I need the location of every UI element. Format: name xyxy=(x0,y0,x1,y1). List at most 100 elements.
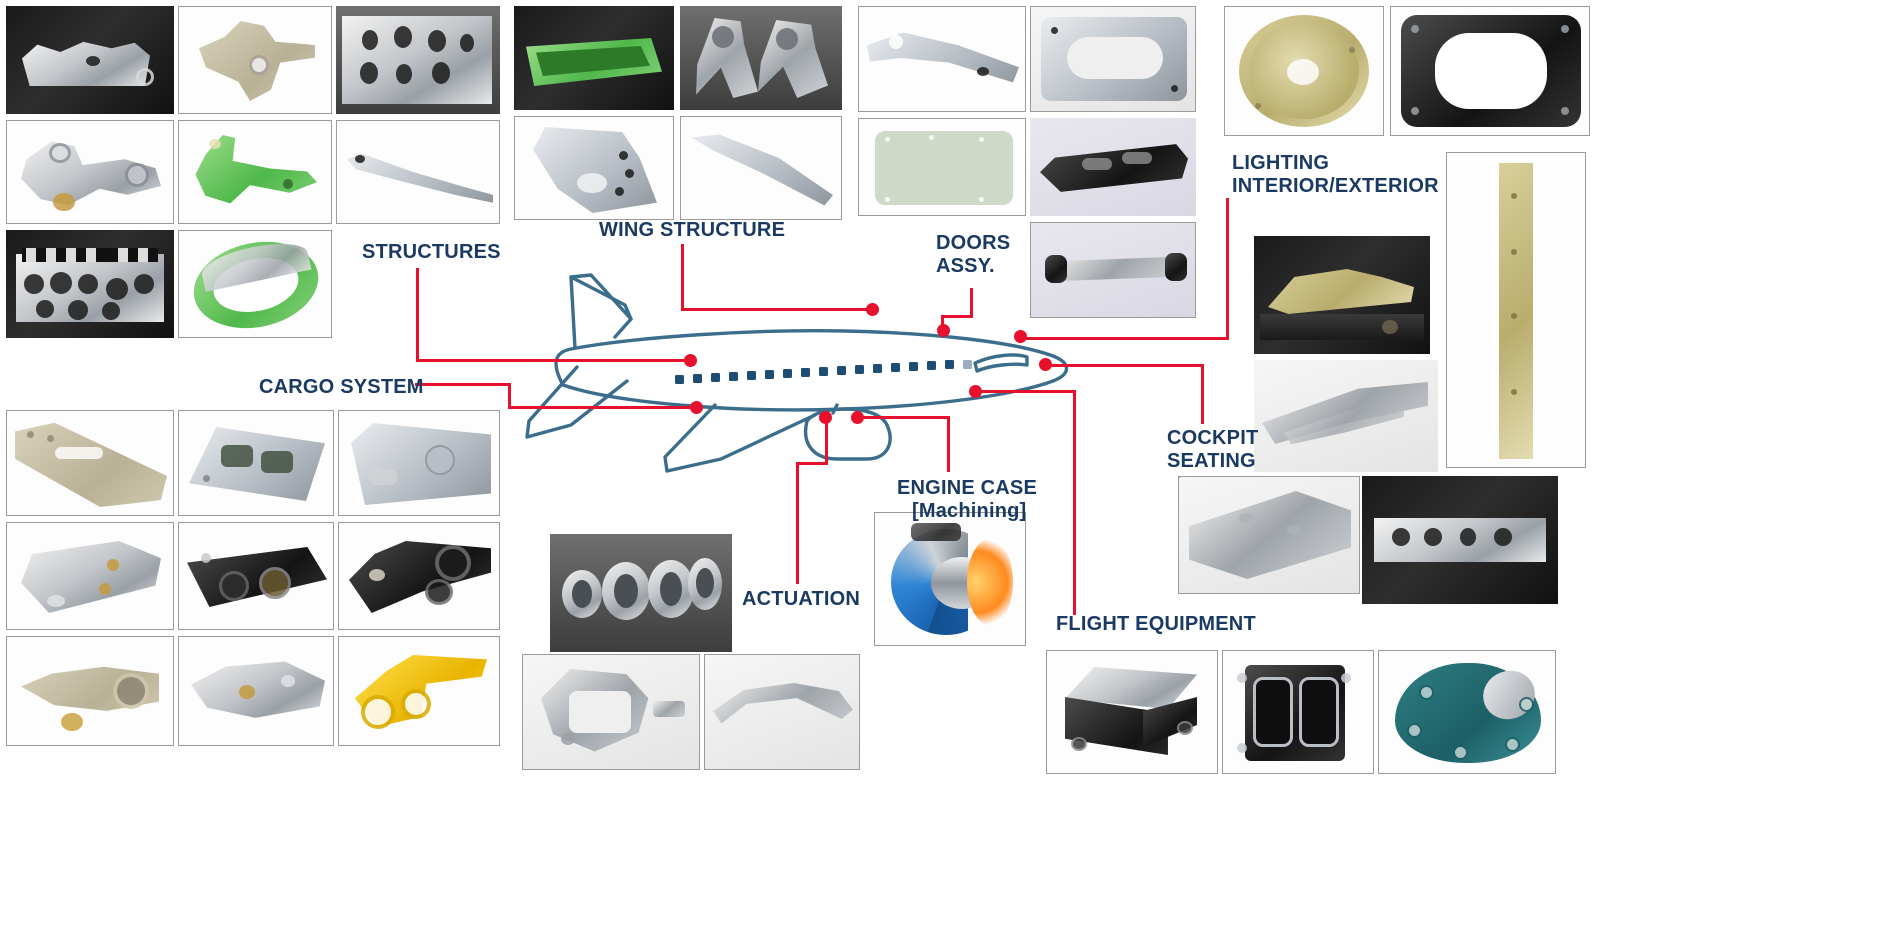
anchor-dot-structures xyxy=(684,354,697,367)
part-photo xyxy=(6,230,174,338)
part-photo xyxy=(7,637,173,745)
aircraft-outline xyxy=(525,273,1069,473)
callout-label-engine-line1: ENGINE CASE xyxy=(897,477,1038,499)
part-photo xyxy=(7,523,173,629)
thumb-flight-1 xyxy=(1046,650,1218,774)
leader-actuation-v2 xyxy=(796,462,799,584)
anchor-dot-cockpit xyxy=(1039,358,1052,371)
leader-cargo-h1 xyxy=(415,383,511,386)
anchor-dot-cargo xyxy=(690,401,703,414)
thumb-wing-2 xyxy=(680,6,842,110)
leader-engine-h xyxy=(857,416,950,419)
callout-label-cockpit-line2: SEATING xyxy=(1167,450,1256,472)
part-photo xyxy=(7,121,173,223)
thumb-doors-1 xyxy=(858,6,1026,112)
part-photo xyxy=(1031,223,1195,317)
thumb-flight-2 xyxy=(1222,650,1374,774)
leader-lighting-v xyxy=(1226,198,1229,340)
thumb-cockpit-2 xyxy=(1362,476,1558,604)
thumb-cargo-9 xyxy=(338,636,500,746)
part-photo xyxy=(179,121,331,223)
part-photo xyxy=(550,534,732,652)
callout-label-cockpit-line1: COCKPIT xyxy=(1167,427,1259,449)
part-photo xyxy=(875,513,1025,645)
part-shape xyxy=(22,41,150,86)
part-photo xyxy=(1447,153,1585,467)
part-photo xyxy=(705,655,859,769)
leader-cargo-v xyxy=(508,383,511,408)
callout-label-wing-structure: WING STRUCTURE xyxy=(599,219,786,241)
part-photo xyxy=(1362,476,1558,604)
thumb-wing-3 xyxy=(514,116,674,220)
hole xyxy=(86,56,100,66)
part-photo xyxy=(1030,118,1196,216)
part-photo xyxy=(1225,7,1383,135)
hole xyxy=(249,55,269,75)
part-photo xyxy=(337,121,499,223)
thumb-cargo-6 xyxy=(338,522,500,630)
part-photo xyxy=(179,231,331,337)
part-photo xyxy=(6,6,174,114)
thumb-actuation-3 xyxy=(704,654,860,770)
leader-cockpit-v xyxy=(1201,364,1204,424)
part-photo xyxy=(7,411,173,515)
callout-label-flight-equipment: FLIGHT EQUIPMENT xyxy=(1056,613,1256,635)
anchor-dot-doors xyxy=(937,324,950,337)
part-shape xyxy=(347,153,493,203)
callout-label-lighting-line1: LIGHTING xyxy=(1232,152,1330,174)
thumb-cargo-7 xyxy=(6,636,174,746)
leader-doors-h xyxy=(941,315,973,318)
callout-label-cargo-system: CARGO SYSTEM xyxy=(259,376,424,398)
callout-label-actuation: ACTUATION xyxy=(742,588,861,610)
part-photo xyxy=(681,117,841,219)
callout-label-doors-line1: DOORS xyxy=(936,232,1011,254)
anchor-dot-flight xyxy=(969,385,982,398)
leader-structures-v xyxy=(416,268,419,361)
part-photo xyxy=(179,411,333,515)
callout-label-structures: STRUCTURES xyxy=(362,241,501,263)
part-photo xyxy=(1047,651,1217,773)
thumb-structures-5 xyxy=(178,120,332,224)
thumb-cargo-2 xyxy=(178,410,334,516)
leader-cargo-h2 xyxy=(508,406,697,409)
part-photo xyxy=(523,655,699,769)
leader-actuation-h xyxy=(796,462,828,465)
hole xyxy=(136,68,154,86)
thumb-structures-3 xyxy=(336,6,500,114)
thumb-cockpit-1 xyxy=(1178,476,1360,594)
thumb-actuation-2 xyxy=(522,654,700,770)
part-photo xyxy=(179,637,333,745)
part-photo xyxy=(179,7,331,113)
anchor-dot-lighting xyxy=(1014,330,1027,343)
part-photo xyxy=(1031,7,1195,111)
callout-label-engine-line2: [Machining] xyxy=(912,500,1027,522)
part-photo xyxy=(1254,236,1430,354)
thumb-flight-3 xyxy=(1378,650,1556,774)
part-photo xyxy=(1391,7,1589,135)
part-photo xyxy=(339,637,499,745)
thumb-structures-8 xyxy=(178,230,332,338)
thumb-cargo-3 xyxy=(338,410,500,516)
part-photo xyxy=(1254,360,1438,472)
thumb-lighting-4 xyxy=(1446,152,1586,468)
part-shape xyxy=(342,16,492,104)
thumb-lighting-5 xyxy=(1254,360,1438,472)
thumb-structures-7 xyxy=(6,230,174,338)
thumb-engine-1 xyxy=(874,512,1026,646)
thumb-structures-6 xyxy=(336,120,500,224)
part-photo xyxy=(514,6,674,110)
thumb-lighting-2 xyxy=(1390,6,1590,136)
leader-flight-h xyxy=(976,390,1076,393)
thumb-doors-4 xyxy=(1030,118,1196,216)
leader-wing-h xyxy=(681,308,873,311)
anchor-dot-actuation xyxy=(819,411,832,424)
thumb-structures-4 xyxy=(6,120,174,224)
part-photo xyxy=(859,119,1025,215)
part-photo xyxy=(515,117,673,219)
leader-engine-v xyxy=(947,416,950,472)
leader-actuation-v1 xyxy=(825,422,828,464)
part-photo xyxy=(1179,477,1359,593)
leader-cockpit-h xyxy=(1046,364,1204,367)
part-photo xyxy=(179,523,333,629)
